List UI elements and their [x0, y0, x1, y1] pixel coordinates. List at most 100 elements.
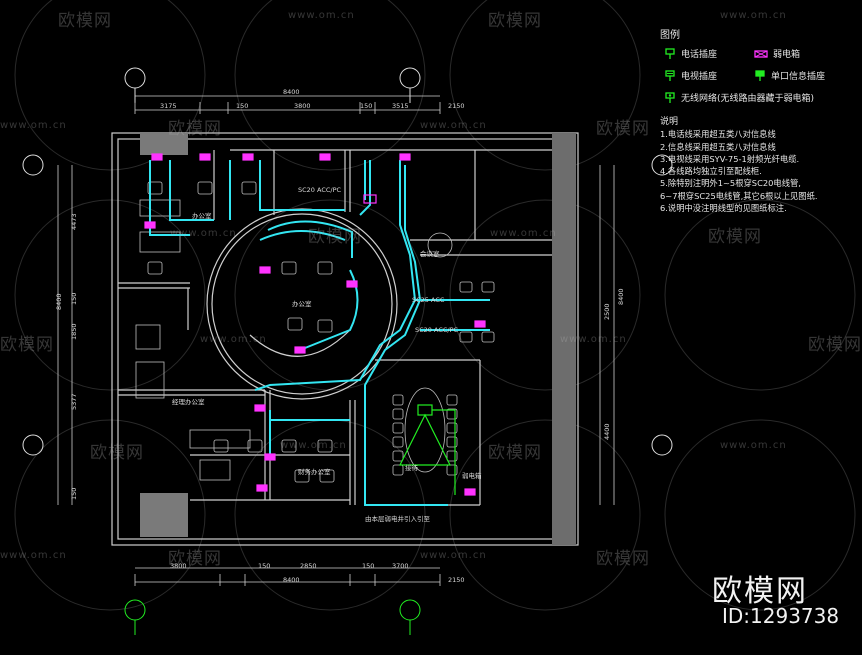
dim-left: 4473: [70, 213, 78, 230]
legend-panel: 图例 电话插座 弱电箱 电视插座 单口信息插座 无线网络(无线路由器藏于弱电箱): [660, 26, 860, 113]
chair: [281, 261, 297, 275]
notes-panel: 说明 1.电话线采用超五类八对信息线 2.信息线采用超五类八对信息线 3.电视线…: [660, 116, 860, 214]
watermark-brand: 欧模网: [708, 227, 762, 247]
chair: [392, 450, 404, 462]
chair: [481, 331, 495, 343]
note-line: 3.电视线采用SYV-75-1射频光纤电缆.: [660, 153, 800, 164]
dim-total-right: 8400: [617, 288, 625, 305]
chair: [446, 422, 458, 434]
watermark-brand: 欧模网: [90, 443, 144, 463]
dim-top: 3515: [392, 102, 409, 110]
watermark-url: www.om.cn: [490, 228, 557, 239]
dim-bottom: 3700: [392, 562, 409, 570]
dim-left: 5377: [70, 393, 78, 410]
watermark-brand: 欧模网: [488, 11, 542, 31]
axis-bubble: [651, 434, 673, 456]
axis-bubble: [399, 599, 421, 621]
chair: [281, 439, 297, 453]
watermark-circle: [14, 0, 206, 171]
axis-bubble: [124, 599, 146, 621]
watermark-url: www.om.cn: [420, 550, 487, 561]
socket-symbol: [319, 153, 331, 161]
axis-bubble: [124, 67, 146, 89]
desk: [139, 199, 181, 217]
brand-logo-text: 欧模网: [712, 574, 808, 609]
note-line: 6.说明中没注明线型的见图纸标注.: [660, 203, 787, 214]
socket-symbol: [144, 221, 156, 229]
plan-label: 弱电箱: [462, 472, 482, 480]
floor-plan-walls: [111, 132, 579, 546]
info-socket-icon: [755, 69, 765, 81]
plan-label: 办公室: [292, 300, 312, 308]
brand-id: ID:1293738: [722, 604, 840, 628]
chair: [317, 261, 333, 275]
dim-total-top: 8400: [283, 88, 300, 96]
plan-label: 财务办公室: [298, 468, 331, 476]
chair: [317, 319, 333, 333]
dim-top: 150: [236, 102, 249, 110]
watermark-url: www.om.cn: [280, 440, 347, 451]
socket-symbol: [256, 484, 268, 492]
chair: [392, 394, 404, 406]
socket-symbol: [264, 453, 276, 461]
watermark-circle: [234, 0, 426, 171]
legend-item-weak-box: 弱电箱: [754, 47, 800, 60]
watermark-url: www.om.cn: [200, 334, 267, 345]
furniture: [135, 181, 495, 483]
legend-label: 单口信息插座: [771, 72, 826, 82]
legend-label: 弱电箱: [773, 50, 801, 60]
watermark-circle: [449, 0, 641, 171]
watermark-circle: [664, 419, 856, 611]
weak-current-box-icon: [754, 49, 768, 58]
notes-title: 说明: [660, 117, 679, 127]
watermark-brand: 欧模网: [808, 335, 862, 355]
socket-symbol: [474, 320, 486, 328]
dim-left: 150: [70, 487, 78, 500]
chair: [294, 469, 310, 483]
watermark-brand: 欧模网: [308, 227, 362, 247]
chair: [147, 181, 163, 195]
tv-socket-icon: [665, 69, 675, 81]
watermark-url: www.om.cn: [0, 120, 67, 131]
dim-total-bottom: 8400: [283, 576, 300, 584]
watermark-circle: [14, 199, 206, 391]
note-line: 5.除特别注明外1~5根穿SC20电线管,: [660, 178, 801, 189]
note-line: 2.信息线采用超五类八对信息线: [660, 141, 776, 152]
plan-label: 会议室: [420, 250, 440, 258]
grid-axis-bubbles: [22, 67, 673, 635]
watermark-brand: 欧模网: [0, 335, 54, 355]
watermark-url: www.om.cn: [288, 10, 355, 21]
chair: [287, 317, 303, 331]
watermark-url: www.om.cn: [720, 10, 787, 21]
chair: [446, 408, 458, 420]
legend-item-phone: 电话插座: [664, 47, 717, 60]
note-line: 6~7根穿SC25电线管,其它6根以上见图纸.: [660, 190, 818, 201]
legend-label: 无线网络(无线路由器藏于弱电箱): [681, 94, 815, 104]
weak-current-box: [363, 194, 377, 204]
watermark-brand: 欧模网: [488, 443, 542, 463]
cable-routes: [149, 160, 490, 506]
watermark-brand: 欧模网: [596, 549, 650, 569]
conference-table: [404, 387, 446, 473]
desk: [139, 231, 181, 253]
plan-label: 接待: [405, 464, 418, 472]
plan-label: SC20 ACC/PC: [415, 326, 459, 334]
socket-symbol: [199, 153, 211, 161]
dim-bottom: 2150: [448, 576, 465, 584]
dim-left: 1850: [70, 323, 78, 340]
legend-label: 电视插座: [681, 72, 718, 82]
chair: [446, 394, 458, 406]
chair: [147, 261, 163, 275]
desk: [189, 429, 251, 449]
watermark-brand: 欧模网: [168, 549, 222, 569]
watermark-url: www.om.cn: [720, 440, 787, 451]
watermark-circle: [449, 199, 641, 391]
chair: [459, 281, 473, 293]
chair: [392, 422, 404, 434]
chair: [459, 331, 473, 343]
watermark-circle: [14, 419, 206, 611]
note-line: 1.电话线采用超五类八对信息线: [660, 129, 776, 140]
dim-top: 3175: [160, 102, 177, 110]
dim-bottom: 3800: [170, 562, 187, 570]
wifi-icon: [665, 91, 675, 103]
